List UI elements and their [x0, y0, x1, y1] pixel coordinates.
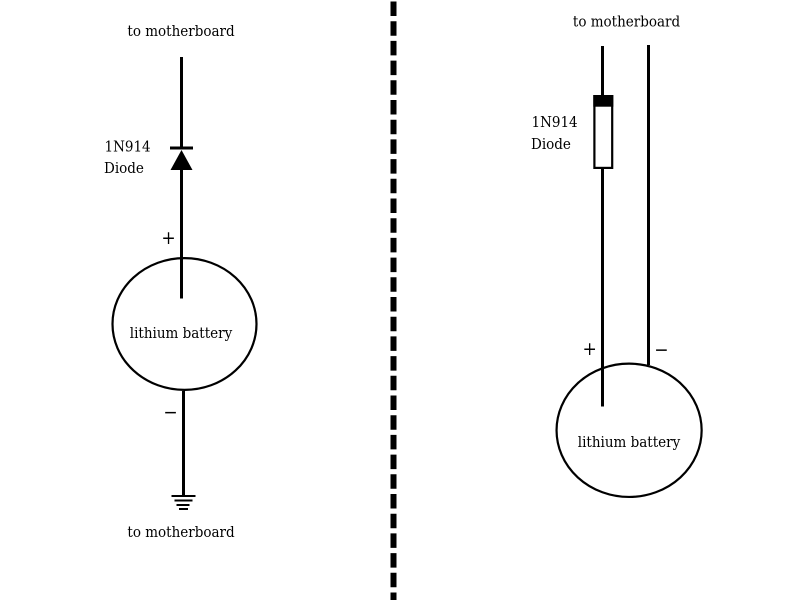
- right-battery-circle: [555, 362, 703, 499]
- right-minus-sign: −: [654, 339, 668, 361]
- right-battery-label: lithium battery: [578, 433, 681, 451]
- left-battery-label: lithium battery: [130, 324, 233, 342]
- right-top-motherboard-label: to motherboard: [573, 13, 681, 31]
- left-bottom-motherboard-label: to motherboard: [127, 523, 235, 541]
- right-diode-body: [593, 94, 614, 170]
- left-diode-triangle: [170, 150, 193, 170]
- right-diode-label-line1: 1N914: [532, 113, 578, 131]
- right-plus-sign: +: [583, 338, 597, 360]
- right-diode-cathode-band: [593, 95, 614, 107]
- right-circuit: to motherboard 1N914 Diode + − lithium b…: [531, 13, 703, 499]
- left-ground-symbol: [171, 495, 196, 510]
- left-circuit: to motherboard 1N914 Diode + lithium bat…: [104, 22, 258, 541]
- left-diode-label-line1: 1N914: [105, 138, 151, 156]
- left-battery-circle: [111, 257, 258, 392]
- left-minus-sign: −: [163, 402, 177, 424]
- right-diode-label-line2: Diode: [531, 135, 571, 153]
- left-diode-label-line2: Diode: [104, 159, 144, 177]
- left-top-motherboard-label: to motherboard: [127, 22, 235, 40]
- left-plus-sign: +: [161, 227, 175, 249]
